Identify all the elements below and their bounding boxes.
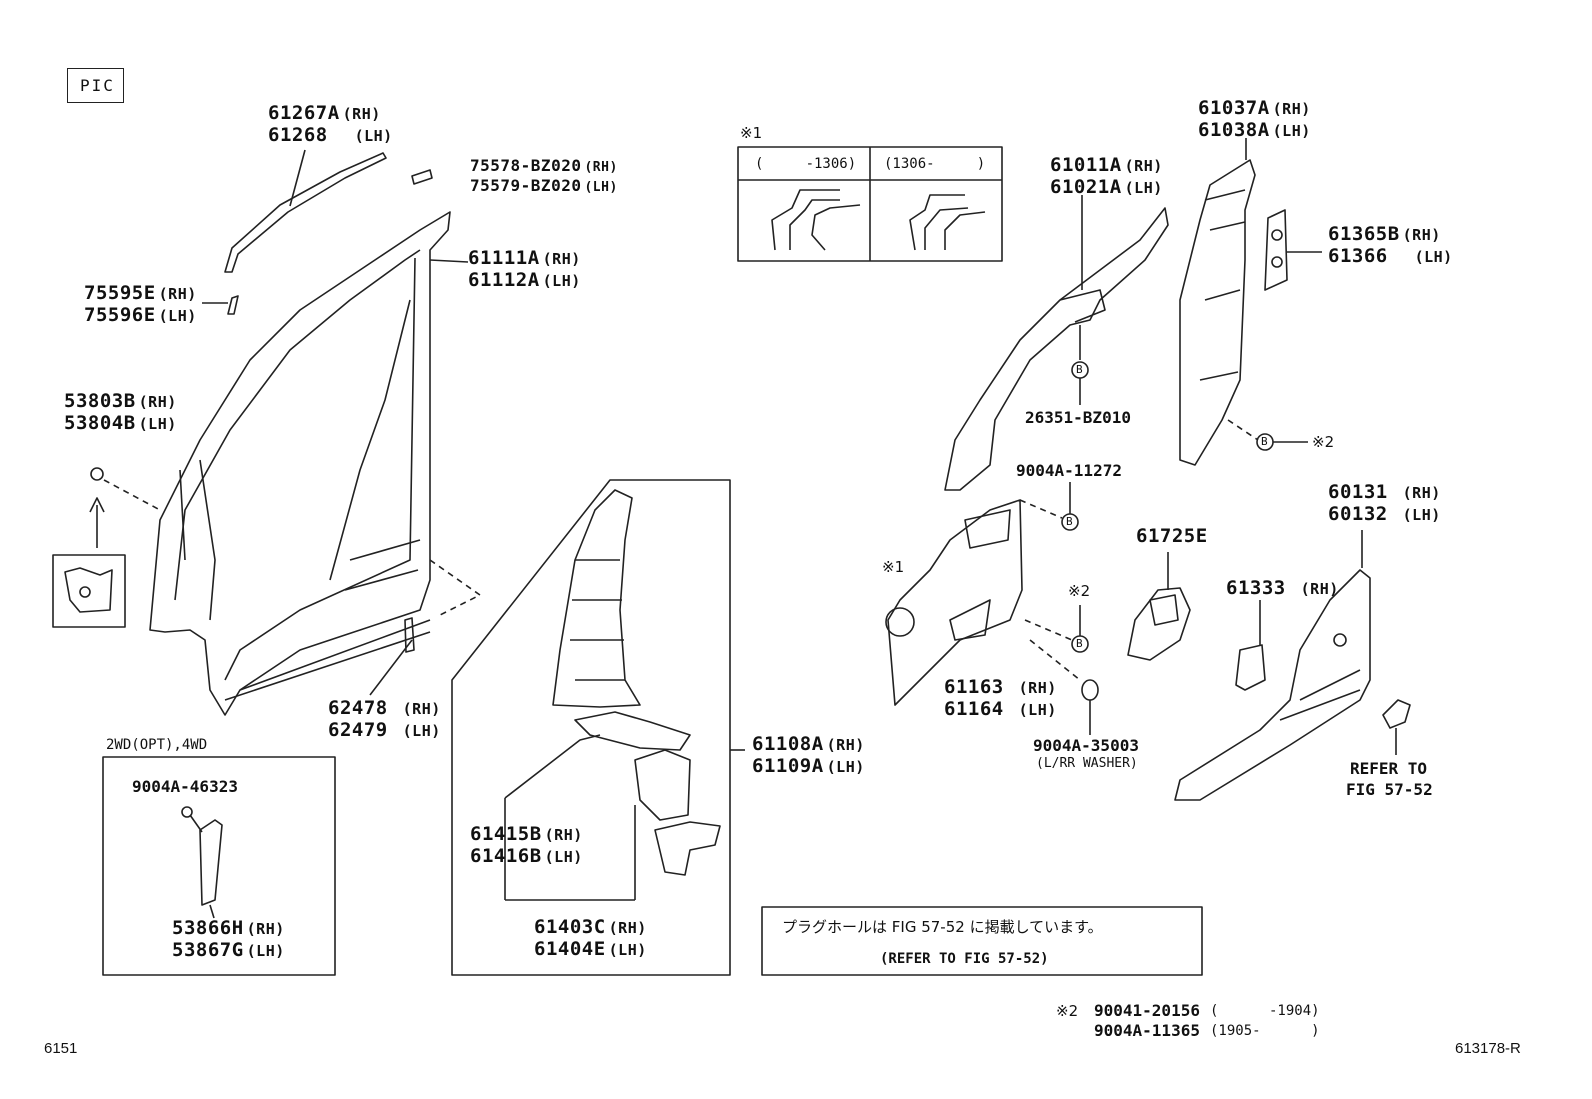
part-label-61163: 61163 (RH) 61164 (LH) xyxy=(944,676,1057,720)
part-label-9004A-11272: 9004A-11272 xyxy=(1016,461,1122,480)
part-label-9004A-46323: 9004A-46323 xyxy=(132,777,238,796)
callout-b-3: B xyxy=(1076,637,1083,650)
part-label-9004A-35003: 9004A-35003 xyxy=(1033,736,1139,755)
note1-col2: (1306- ) xyxy=(884,156,986,172)
part-label-61403C: 61403C(RH) 61404E(LH) xyxy=(534,916,647,960)
callout-b-4: B xyxy=(1261,435,1268,448)
part-label-61011A: 61011A(RH) 61021A(LH) xyxy=(1050,154,1163,198)
inset-2wd-title: 2WD(OPT),4WD xyxy=(106,737,208,753)
note-mark-2b: ※2 xyxy=(1312,433,1335,451)
part-label-26351: 26351-BZ010 xyxy=(1025,408,1131,427)
part-label-61111A: 61111A(RH) 61112A(LH) xyxy=(468,247,581,291)
footnote2-row2-part: 9004A-11365 xyxy=(1094,1021,1200,1040)
part-label-53866H: 53866H(RH) 53867G(LH) xyxy=(172,917,285,961)
part-label-61333: 61333 (RH) xyxy=(1226,577,1339,599)
footnote2-mark: ※2 xyxy=(1056,1002,1079,1020)
note-mark-1: ※1 xyxy=(882,558,905,576)
part-label-75595E: 75595E(RH) 75596E(LH) xyxy=(84,282,197,326)
footnote2-row2-range: (1905- ) xyxy=(1210,1023,1320,1039)
part-label-61267A: 61267A(RH) 61268 (LH) xyxy=(268,102,393,146)
part-label-61365B: 61365B(RH) 61366 (LH) xyxy=(1328,223,1453,267)
part-note-lrr-washer: (L/RR WASHER) xyxy=(1036,756,1138,771)
part-label-61037A: 61037A(RH) 61038A(LH) xyxy=(1198,97,1311,141)
pic-label: PIC xyxy=(80,76,115,95)
part-label-61725E: 61725E xyxy=(1136,525,1208,547)
callout-b-1: B xyxy=(1076,363,1083,376)
part-label-75578: 75578-BZ020(RH) 75579-BZ020(LH) xyxy=(470,156,618,196)
plug-note-en: (REFER TO FIG 57-52) xyxy=(880,951,1049,967)
part-label-61415B: 61415B(RH) 61416B(LH) xyxy=(470,823,583,867)
plug-note-jp: プラグホールは FIG 57-52 に掲載しています。 xyxy=(782,918,1103,936)
refer-to-line2: FIG 57-52 xyxy=(1346,780,1433,799)
page-code-left: 6151 xyxy=(44,1040,78,1057)
part-label-62478: 62478 (RH) 62479 (LH) xyxy=(328,697,441,741)
note1-mark: ※1 xyxy=(740,124,763,142)
pic-label-box xyxy=(67,68,124,103)
refer-to-line1: REFER TO xyxy=(1350,759,1428,778)
note-mark-2a: ※2 xyxy=(1068,582,1091,600)
note1-col1: ( -1306) xyxy=(755,156,857,172)
callout-b-2: B xyxy=(1066,515,1073,528)
footnote2-row1-range: ( -1904) xyxy=(1210,1003,1320,1019)
part-label-60131: 60131 (RH) 60132 (LH) xyxy=(1328,481,1441,525)
page-code-right: 613178-R xyxy=(1455,1040,1521,1057)
part-label-61108A: 61108A(RH) 61109A(LH) xyxy=(752,733,865,777)
part-label-53803B: 53803B(RH) 53804B(LH) xyxy=(64,390,177,434)
footnote2-row1-part: 90041-20156 xyxy=(1094,1001,1200,1020)
